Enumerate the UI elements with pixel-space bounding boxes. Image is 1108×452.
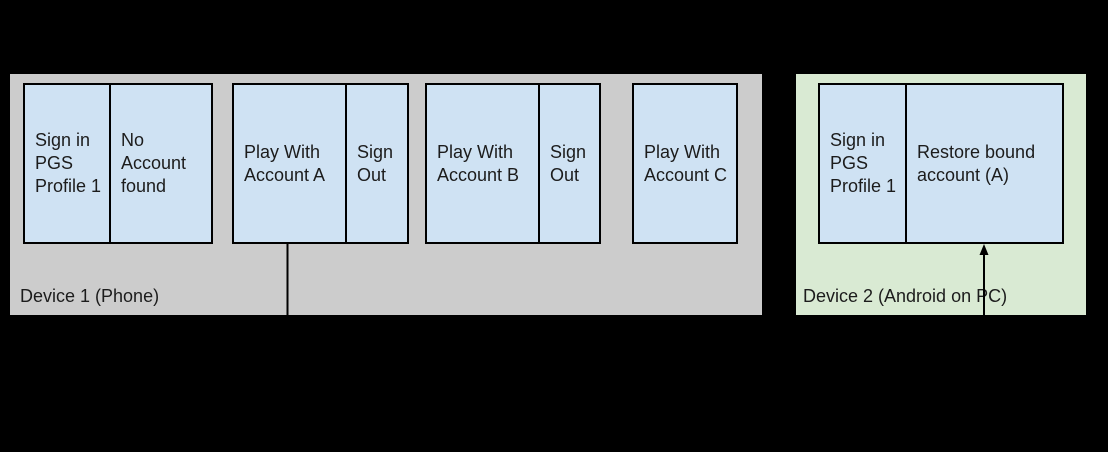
box-label: No Account found: [121, 130, 187, 196]
step-signin-noaccount: Sign in PGS Profile 1 No Account found: [23, 83, 213, 244]
box-sign-in-pgs-profile-1: Sign in PGS Profile 1: [25, 85, 109, 242]
step-play-account-b: Play With Account B Sign Out: [425, 83, 601, 244]
box-label: Sign in PGS Profile 1: [830, 130, 897, 196]
box-play-with-account-c: Play With Account C: [634, 85, 736, 242]
box-label: Play With Account A: [244, 141, 326, 185]
step-play-account-c: Play With Account C: [632, 83, 738, 244]
box-sign-out-a: Sign Out: [345, 85, 407, 242]
box-label: Restore bound account (A): [917, 141, 1036, 185]
box-sign-in-pgs-profile-1-device2: Sign in PGS Profile 1: [820, 85, 905, 242]
box-label: Sign in PGS Profile 1: [35, 130, 102, 196]
step-restore-account: Sign in PGS Profile 1 Restore bound acco…: [818, 83, 1064, 244]
device2-container: Sign in PGS Profile 1 Restore bound acco…: [796, 74, 1086, 315]
device2-label: Device 2 (Android on PC): [803, 286, 1008, 306]
box-play-with-account-b: Play With Account B: [427, 85, 538, 242]
box-label: Sign Out: [357, 141, 394, 185]
device1-label: Device 1 (Phone): [20, 286, 160, 306]
box-play-with-account-a: Play With Account A: [234, 85, 345, 242]
box-restore-bound-account-a: Restore bound account (A): [905, 85, 1062, 242]
box-sign-out-b: Sign Out: [538, 85, 599, 242]
box-no-account-found: No Account found: [109, 85, 211, 242]
box-label: Sign Out: [550, 141, 587, 185]
box-label: Play With Account C: [644, 141, 728, 185]
device1-container: Sign in PGS Profile 1 No Account found P…: [10, 74, 762, 315]
box-label: Play With Account B: [437, 141, 520, 185]
step-play-account-a: Play With Account A Sign Out: [232, 83, 409, 244]
